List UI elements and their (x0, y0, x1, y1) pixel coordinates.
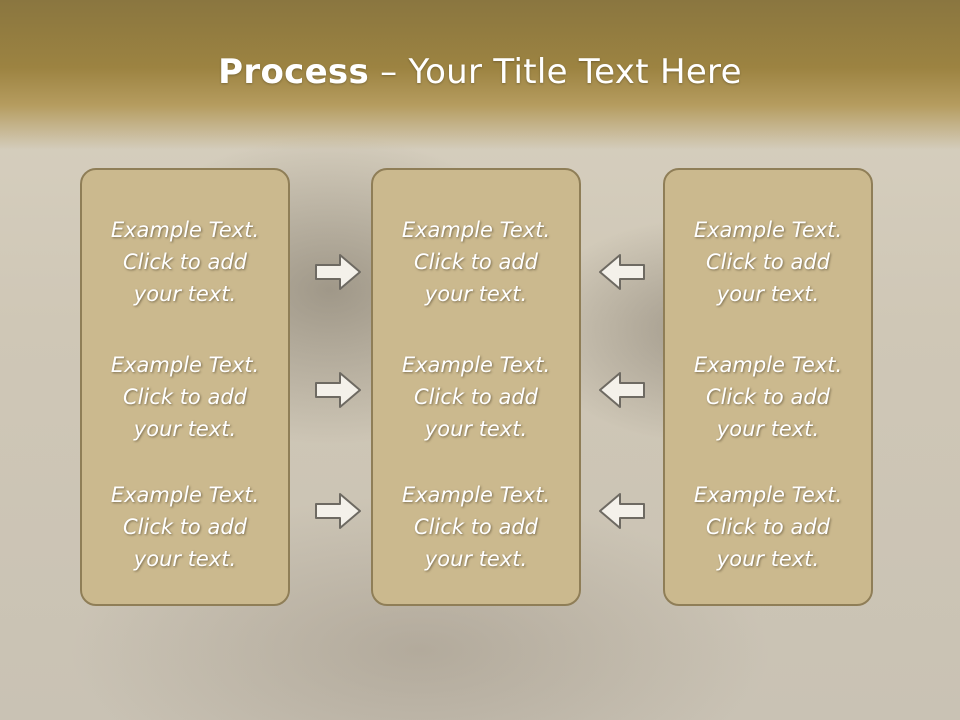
arrow-right-icon (315, 372, 361, 408)
arrow-right-icon (315, 493, 361, 529)
example-text[interactable]: Example Text. Click to add your text. (110, 483, 260, 571)
example-text[interactable]: Example Text. Click to add your text. (401, 218, 551, 306)
text-box-center[interactable]: Example Text. Click to add your text. Ex… (371, 168, 581, 606)
title-rest: – Your Title Text Here (369, 52, 742, 92)
example-text[interactable]: Example Text. Click to add your text. (401, 353, 551, 441)
text-box-left[interactable]: Example Text. Click to add your text. Ex… (80, 168, 290, 606)
arrow-right-icon (315, 254, 361, 290)
arrow-left-icon (599, 254, 645, 290)
example-text[interactable]: Example Text. Click to add your text. (110, 218, 260, 306)
example-text[interactable]: Example Text. Click to add your text. (401, 483, 551, 571)
arrow-left-icon (599, 493, 645, 529)
arrow-left-icon (599, 372, 645, 408)
text-box-right[interactable]: Example Text. Click to add your text. Ex… (663, 168, 873, 606)
slide-title[interactable]: Process – Your Title Text Here (0, 52, 960, 92)
example-text[interactable]: Example Text. Click to add your text. (693, 353, 843, 441)
example-text[interactable]: Example Text. Click to add your text. (693, 218, 843, 306)
header-band (0, 0, 960, 150)
example-text[interactable]: Example Text. Click to add your text. (110, 353, 260, 441)
example-text[interactable]: Example Text. Click to add your text. (693, 483, 843, 571)
title-bold: Process (218, 52, 370, 92)
